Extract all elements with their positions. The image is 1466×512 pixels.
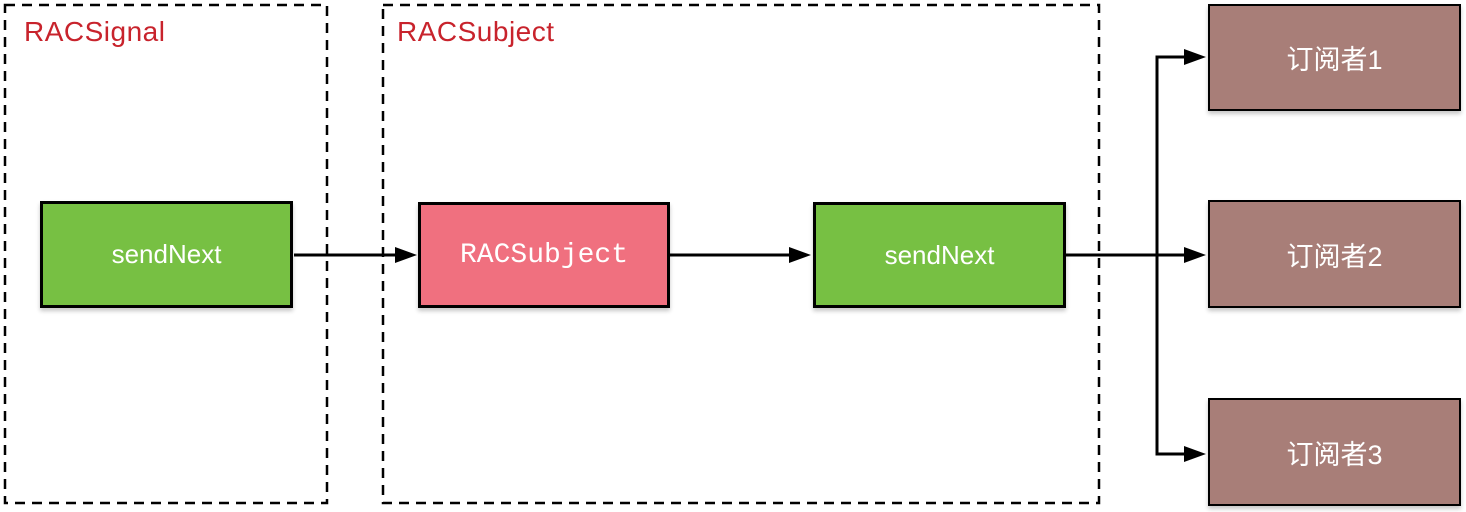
arrow-sendnext1-to-racsubject — [294, 247, 417, 263]
arrowhead-icon — [395, 247, 417, 263]
node-racsubject: RACSubject — [418, 202, 670, 308]
arrowhead-icon — [1184, 49, 1206, 65]
arrow-racsubject-to-sendnext2 — [669, 247, 811, 263]
arrow-to-subscriber-3 — [1155, 446, 1206, 462]
arrow-to-subscriber-1 — [1155, 49, 1206, 65]
arrowhead-icon — [1184, 247, 1206, 263]
arrowhead-icon — [1184, 446, 1206, 462]
group-title-racsubject: RACSubject — [397, 16, 555, 47]
group-title-racsignal: RACSignal — [24, 16, 166, 47]
node-subscriber-2: 订阅者2 — [1208, 200, 1461, 308]
node-sendnext-subject: sendNext — [813, 202, 1066, 308]
node-subscriber-1: 订阅者1 — [1208, 4, 1461, 111]
node-subscriber-3: 订阅者3 — [1208, 398, 1461, 506]
arrow-to-subscriber-2 — [1065, 247, 1206, 263]
node-sendnext-signal: sendNext — [40, 201, 293, 308]
arrowhead-icon — [789, 247, 811, 263]
